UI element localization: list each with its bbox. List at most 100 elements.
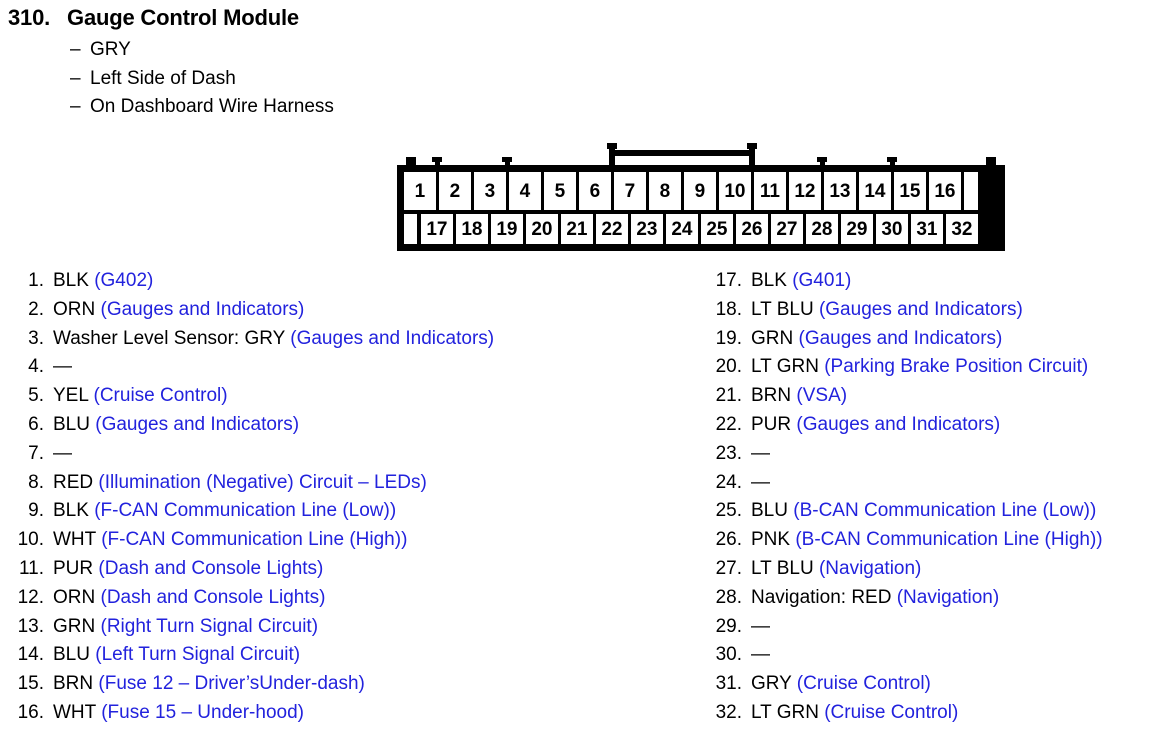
pin-row: 3.Washer Level Sensor: GRY (Gauges and I… [14, 328, 574, 357]
connector-pin-26: 26 [736, 214, 768, 244]
connector-pin-5: 5 [544, 172, 576, 210]
pin-number: 6. [28, 413, 44, 435]
connector-pin-19: 19 [491, 214, 523, 244]
connector-lock-tab-cap [502, 157, 513, 162]
pin-row: 24.— [712, 472, 1151, 501]
header-bullet: –On Dashboard Wire Harness [70, 93, 1151, 122]
pin-circuit-description: (Gauges and Indicators) [284, 327, 495, 349]
pin-circuit-description: (Cruise Control) [818, 701, 959, 723]
pin-circuit-description: (G401) [786, 270, 852, 291]
pin-number: 17. [715, 270, 742, 291]
connector-pin-29: 29 [841, 214, 873, 244]
pin-detail: Navigation: RED (Navigation) [751, 587, 999, 609]
pin-circuit-description: (Fuse 15 – Under-hood) [95, 701, 304, 723]
pin-detail: ORN (Dash and Console Lights) [53, 587, 325, 609]
pin-row: 4.— [14, 356, 574, 385]
pin-row: 15.BRN (Fuse 12 – Driver’sUnder-dash) [14, 673, 574, 702]
connector-lever-bar [609, 150, 756, 156]
connector-pin-11: 11 [754, 172, 786, 210]
pin-row: 12. ORN (Dash and Console Lights) [14, 587, 574, 616]
pin-circuit-description: (VSA) [791, 385, 848, 407]
pin-row: 27.LT BLU (Navigation) [712, 558, 1151, 587]
connector-lock-tab [504, 157, 510, 167]
connector-pin-10: 10 [719, 172, 751, 210]
pin-number: 29. [715, 615, 742, 637]
pin-detail: — [53, 356, 72, 378]
connector-pin-16: 16 [929, 172, 961, 210]
pin-row: 22.PUR (Gauges and Indicators) [712, 414, 1151, 443]
pin-number: 12. [17, 586, 44, 608]
pin-detail: PNK (B-CAN Communication Line (High)) [751, 529, 1103, 551]
pin-number: 7. [28, 442, 44, 464]
pin-number: 21. [715, 385, 742, 407]
pin-row: 19. GRN (Gauges and Indicators) [712, 328, 1151, 357]
pin-circuit-description: (F-CAN Communication Line (Low)) [88, 500, 397, 522]
pin-circuit-description: (Gauges and Indicators) [95, 298, 305, 320]
pin-detail: BLK (G401) [751, 270, 851, 292]
pin-detail: BLU (B-CAN Communication Line (Low)) [751, 500, 1096, 522]
pin-detail: BRN (Fuse 12 – Driver’sUnder-dash) [53, 673, 365, 695]
pin-circuit-description: (Cruise Control) [791, 673, 931, 695]
connector-pin-24: 24 [666, 214, 698, 244]
pin-wire-color: BRN [751, 385, 792, 407]
pin-wire-color: BLK [53, 270, 89, 291]
pin-number: 13. [17, 615, 44, 637]
header-bullet-label: GRY [90, 39, 131, 60]
pin-circuit-description: (B-CAN Communication Line (Low)) [787, 500, 1097, 522]
pin-number: 28. [715, 586, 742, 608]
pin-number: 8. [28, 471, 44, 493]
pin-row: 17. BLK (G401) [712, 270, 1151, 299]
connector-pin-14: 14 [859, 172, 891, 210]
pin-wire-color: BLU [751, 500, 788, 522]
pin-wire-color: GRY [751, 673, 792, 695]
pin-detail: — [751, 616, 770, 638]
bullet-dash-icon: – [70, 39, 81, 60]
connector-pin-28: 28 [806, 214, 838, 244]
pin-circuit-description: (Navigation) [891, 586, 1000, 608]
pin-row: 10.WHT (F-CAN Communication Line (High)) [14, 529, 574, 558]
pin-circuit-description: (Left Turn Signal Circuit) [89, 644, 301, 666]
section-number: 310. [8, 5, 51, 30]
connector-pin-12: 12 [789, 172, 821, 210]
connector-pin-21: 21 [561, 214, 593, 244]
pin-row: 5.YEL (Cruise Control) [14, 385, 574, 414]
pin-wire-color: — [751, 471, 770, 493]
pin-wire-color: PUR [53, 557, 94, 579]
pin-wire-color: BRN [53, 673, 94, 695]
pin-circuit-description: (Fuse 12 – Driver’sUnder-dash) [93, 673, 365, 695]
pin-circuit-description: (Gauges and Indicators) [793, 327, 1003, 349]
pin-number: 23. [715, 442, 742, 464]
pin-detail: GRN (Gauges and Indicators) [751, 328, 1002, 350]
pin-row: 1.BLK (G402) [14, 270, 574, 299]
pin-circuit-description: (B-CAN Communication Line (High)) [790, 529, 1103, 551]
pin-detail: BRN (VSA) [751, 385, 847, 407]
connector-pin-20: 20 [526, 214, 558, 244]
connector-pin-23: 23 [631, 214, 663, 244]
pin-wire-color: PUR [751, 413, 792, 435]
pin-wire-color: RED [53, 471, 94, 493]
pin-circuit-description: (Parking Brake Position Circuit) [818, 356, 1089, 378]
pin-detail: — [751, 644, 770, 666]
pin-number: 2. [28, 298, 44, 320]
connector-lock-tab-cap [817, 157, 828, 162]
pin-wire-color: — [53, 442, 72, 464]
pin-row: 25.BLU (B-CAN Communication Line (Low)) [712, 500, 1151, 529]
pin-circuit-description: (Gauges and Indicators) [89, 413, 300, 435]
connector-pin-13: 13 [824, 172, 856, 210]
connector-pin-32: 32 [946, 214, 978, 244]
pin-detail: RED (Illumination (Negative) Circuit – L… [53, 472, 427, 494]
pin-number: 10. [17, 529, 44, 551]
connector-pin-31: 31 [911, 214, 943, 244]
connector-pin-2: 2 [439, 172, 471, 210]
pin-wire-color: PNK [751, 529, 791, 551]
pin-column-left: 1.BLK (G402)2.ORN (Gauges and Indicators… [14, 270, 574, 731]
header-bullet-list: –GRY–Left Side of Dash–On Dashboard Wire… [0, 36, 1151, 122]
connector-pin-9: 9 [684, 172, 716, 210]
pin-wire-color: — [751, 615, 770, 637]
pin-number: 19. [715, 327, 742, 349]
pin-detail: BLK (G402) [53, 270, 153, 292]
pin-detail: WHT (Fuse 15 – Under-hood) [53, 702, 304, 724]
pin-wire-color: LT GRN [751, 701, 819, 723]
connector-pin-3: 3 [474, 172, 506, 210]
bullet-dash-icon: – [70, 67, 81, 89]
